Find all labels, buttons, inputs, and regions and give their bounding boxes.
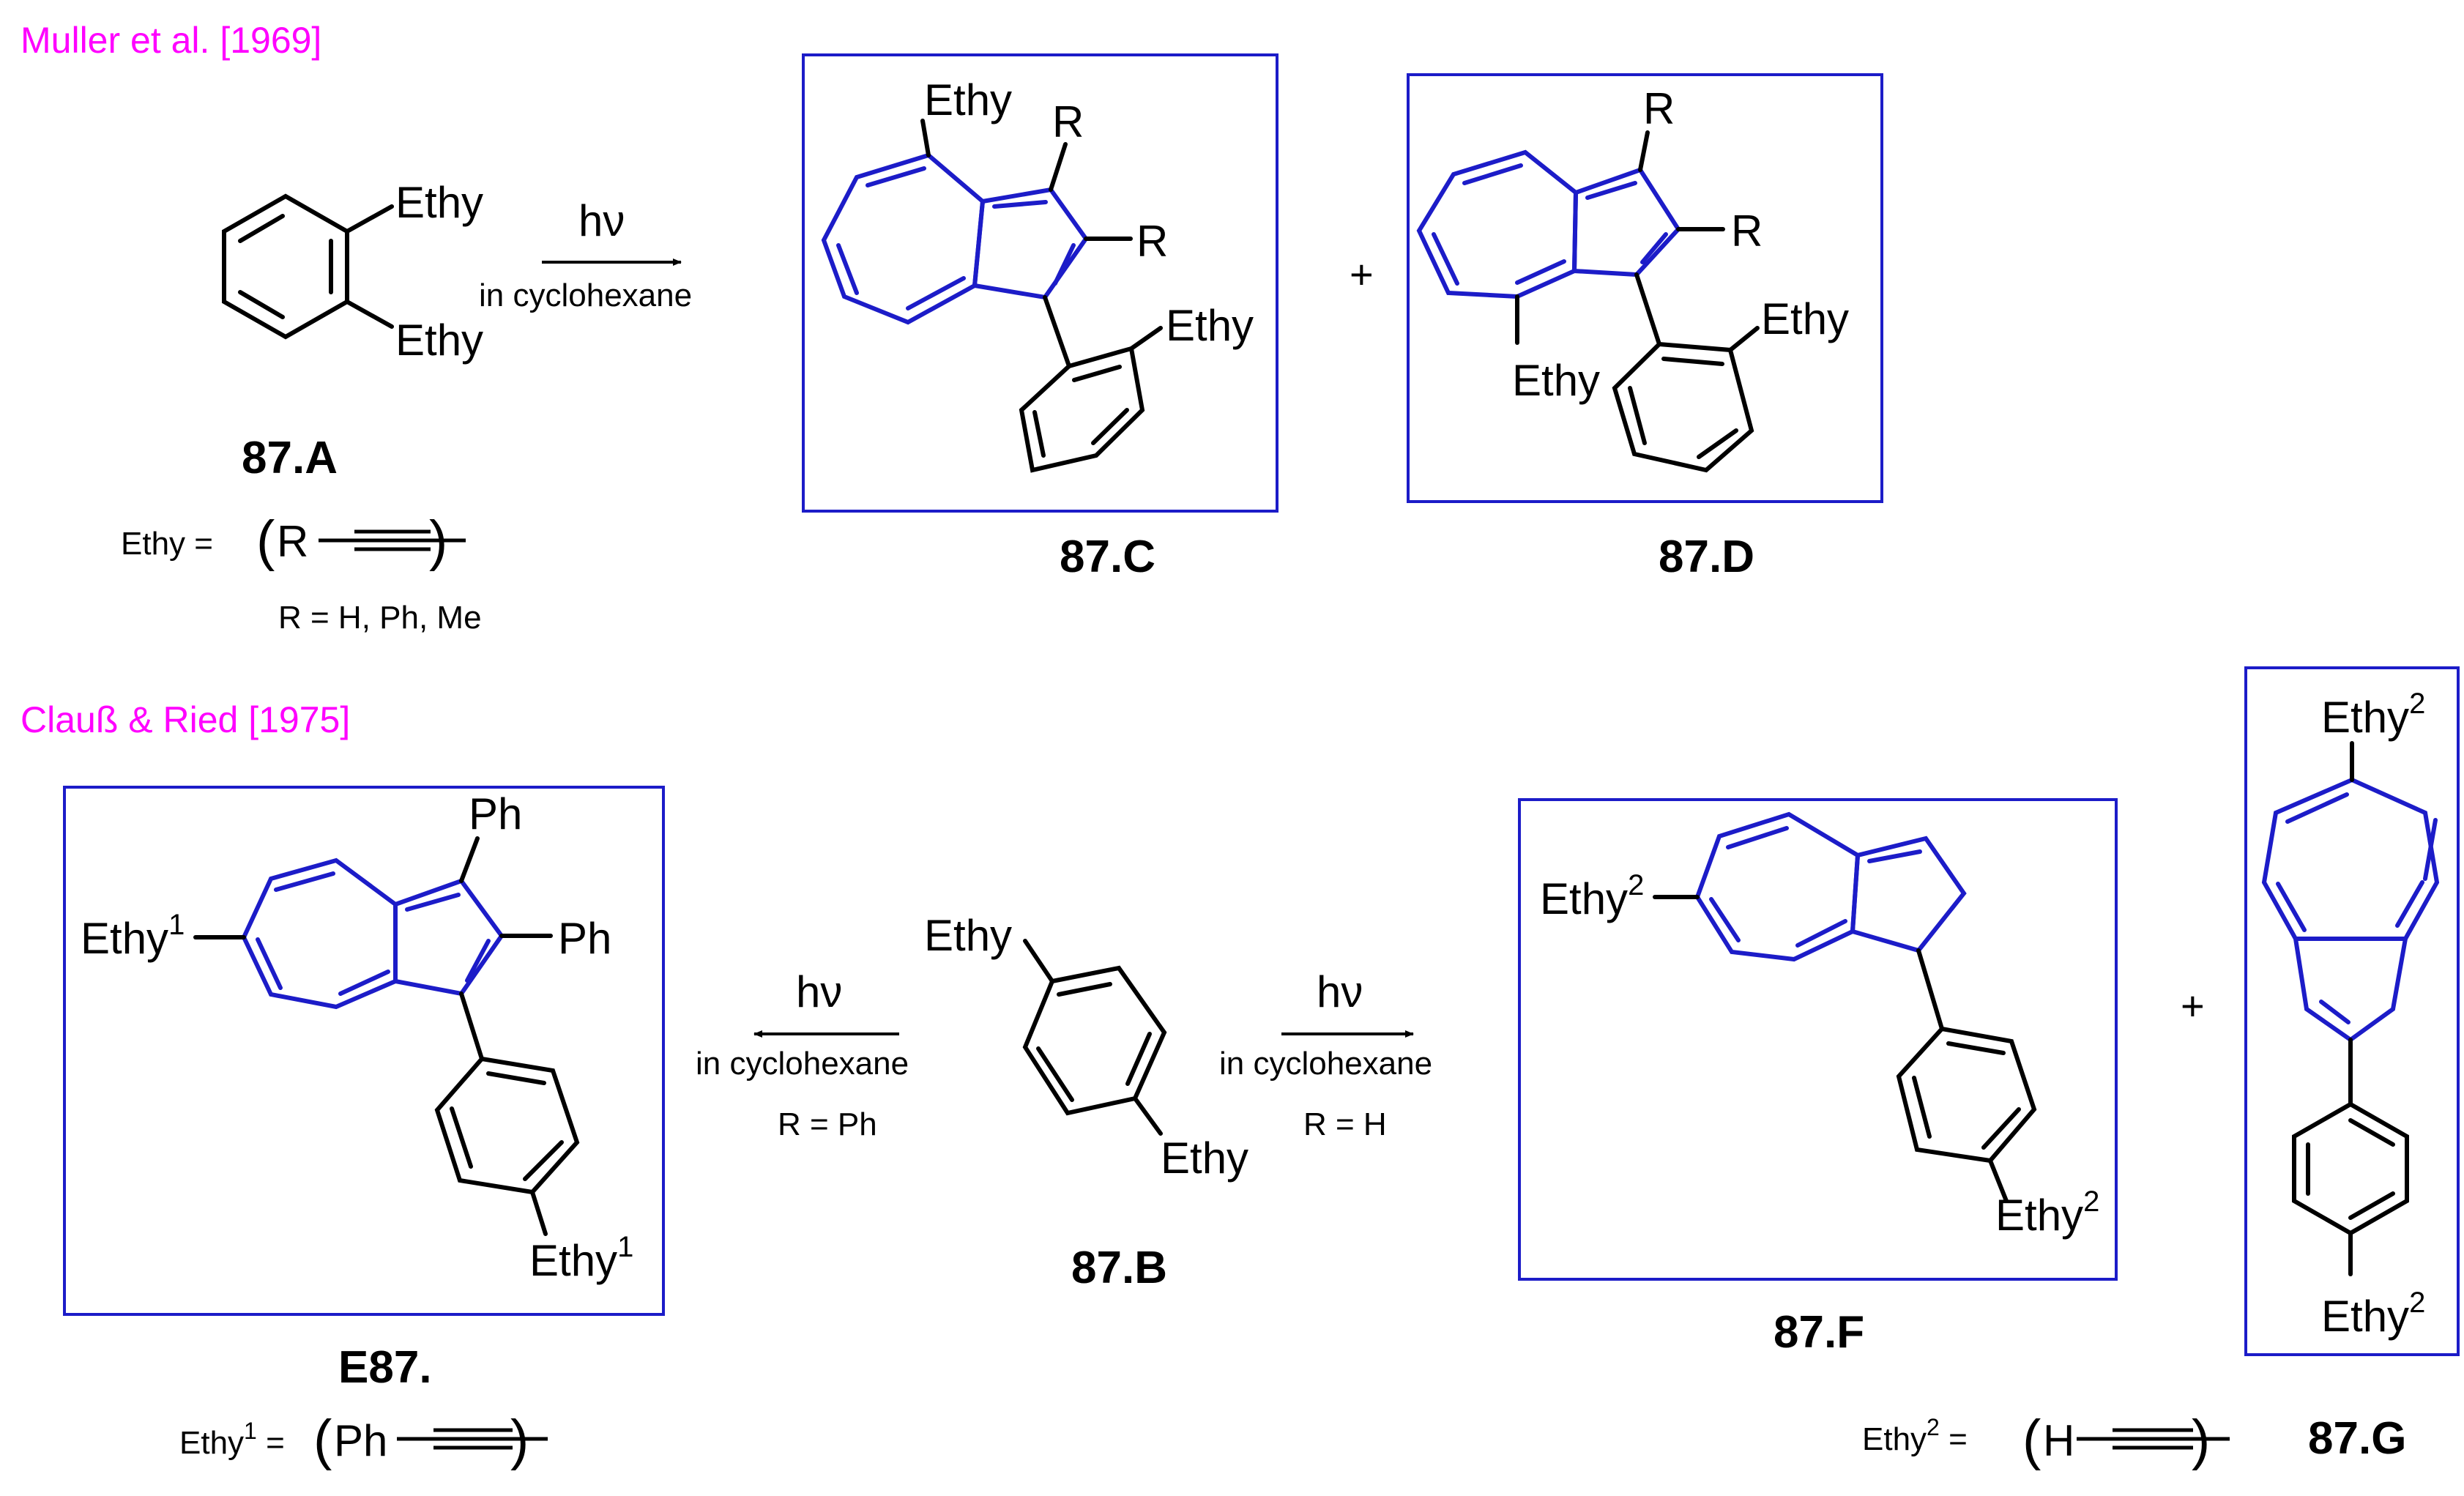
87D-ethy-azulene: Ethy [1512,356,1600,405]
top-arrow-condition: in cyclohexane [479,278,692,313]
E87-ph-top: Ph [469,789,522,838]
bottom-reference: Clauß & Ried [1975] [21,699,350,740]
triple-bond-symbol-1 [397,1428,548,1450]
87G-ethy2-bottom: Ethy2 [2321,1287,2425,1341]
molecule-87A [222,193,394,340]
right-arrow-condition: in cyclohexane [1219,1046,1432,1082]
left-arrow-condition: in cyclohexane [696,1046,909,1082]
box-87C [802,53,1278,513]
87B-ethy-bottom: Ethy [1161,1134,1248,1183]
label-87C: 87.C [1060,532,1155,582]
triple-bond-symbol-2 [2077,1428,2230,1450]
87C-r-2: R [1136,217,1168,266]
triple-bond-symbol [319,529,466,551]
ethy2-definition: Ethy2 = [1862,1414,1968,1457]
E87-ph-right: Ph [558,914,611,963]
label-87F: 87.F [1773,1307,1864,1358]
87C-r-1: R [1052,97,1084,146]
87D-ethy-phenyl: Ethy [1761,294,1849,343]
87D-r-2: R [1731,206,1763,256]
87G-ethy2-top: Ethy2 [2321,688,2425,742]
ethy2-definition-group: H [2043,1416,2074,1465]
label-87G: 87.G [2308,1413,2406,1464]
87D-r-1: R [1643,84,1675,133]
right-arrow-hv: hν [1317,967,1363,1016]
ethy-definition-paren-left: ( [256,510,275,572]
r-definition: R = H, Ph, Me [278,600,482,636]
ethy1-definition-paren-left: ( [313,1409,332,1471]
label-87D: 87.D [1659,532,1754,582]
molecule-87D [1416,130,1760,473]
molecule-E87 [193,836,580,1236]
ethy1-definition-group: Ph [334,1416,387,1465]
molecule-87B [1022,939,1167,1136]
top-reference: Muller et al. [1969] [21,20,321,61]
top-plus: + [1350,251,1374,297]
E87-ethy1-left: Ethy1 [81,909,185,963]
label-87B: 87.B [1071,1243,1167,1293]
87C-ethy-top: Ethy [924,75,1012,124]
ethy2-definition-paren-left: ( [2022,1409,2041,1471]
87A-ethy-bottom: Ethy [395,316,483,365]
87F-ethy2-left: Ethy2 [1540,869,1644,923]
ethy1-definition: Ethy1 = [179,1418,285,1461]
ethy2-definition-paren-right: ) [2192,1409,2210,1471]
molecule-87F [1653,811,2037,1203]
molecule-87C [821,119,1163,473]
left-arrow-r: R = Ph [778,1106,877,1142]
ethy-definition-r: R [277,517,308,566]
87F-ethy2-bottom: Ethy2 [1995,1186,2099,1240]
bottom-plus: + [2181,983,2205,1029]
box-87F [1518,798,2118,1281]
87B-ethy-top: Ethy [924,911,1012,960]
ethy1-definition-paren-right: ) [510,1409,529,1471]
box-87G [2244,666,2460,1356]
top-arrow-hv: hν [578,196,625,245]
box-87D [1407,73,1883,503]
87A-ethy-top: Ethy [395,178,483,227]
ethy-definition-prefix: Ethy = [121,526,213,562]
label-87A: 87.A [242,433,338,483]
left-arrow-hv: hν [796,967,842,1016]
ethy-definition-paren-right: ) [429,510,447,572]
right-arrow-r: R = H [1303,1106,1387,1142]
box-E87 [63,786,665,1316]
E87-ethy1-bottom: Ethy1 [529,1231,633,1285]
molecule-87G [2261,741,2440,1276]
label-E87: E87. [338,1342,432,1393]
87C-ethy-phenyl: Ethy [1166,301,1254,350]
